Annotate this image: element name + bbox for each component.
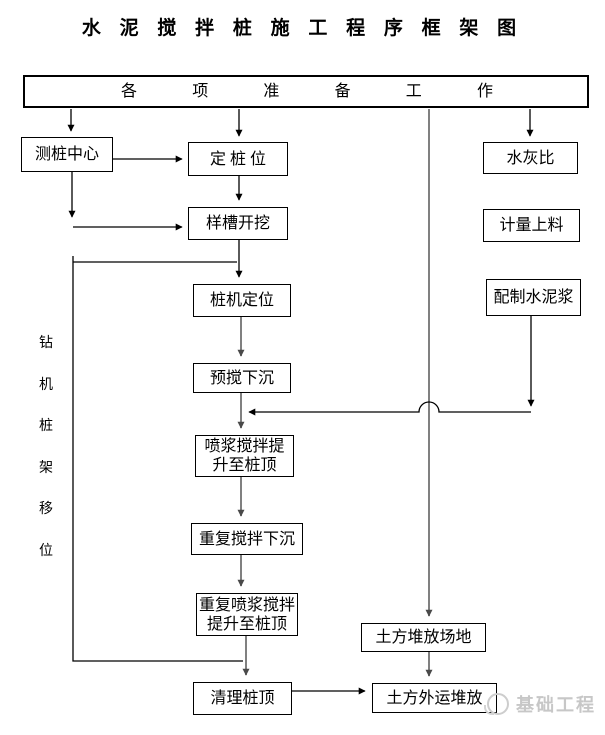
node-pile-rig-positioning: 桩机定位 [193, 284, 291, 317]
side-label-char: 架 [39, 460, 53, 476]
node-survey-pile-center: 测桩中心 [21, 137, 113, 172]
node-preparation-work: 各 项 准 备 工 作 [23, 75, 589, 108]
node-line: 升至桩顶 [212, 457, 277, 474]
prep-char: 准 [263, 83, 280, 100]
watermark-logo-icon [484, 693, 509, 715]
node-line: 提升至桩顶 [206, 615, 287, 633]
node-prepare-cement-slurry: 配制水泥浆 [486, 279, 581, 316]
node-sample-trench-excavation: 样槽开挖 [188, 207, 288, 240]
gray-flow-lines [237, 109, 433, 677]
connector-slurry-to-mainflow [248, 401, 531, 416]
prep-char: 备 [334, 83, 351, 100]
side-label-char: 移 [39, 502, 53, 518]
watermark: 基础工程 [484, 691, 596, 717]
node-soil-stacking-site: 土方堆放场地 [361, 623, 486, 652]
prep-char: 项 [192, 83, 209, 100]
connector-feedback-left [72, 256, 243, 662]
node-measuring-feeding: 计量上料 [483, 209, 580, 242]
diagram-title: 水 泥 搅 拌 桩 施 工 程 序 框 架 图 [81, 18, 524, 39]
node-clean-pile-top: 清理桩顶 [193, 682, 292, 715]
node-spray-mix-lift-to-top: 喷浆搅拌提 升至桩顶 [195, 435, 294, 477]
preparation-label: 各 项 准 备 工 作 [121, 82, 493, 101]
prep-char: 作 [476, 83, 493, 100]
node-set-pile-position: 定 桩 位 [188, 142, 288, 176]
side-label-rig-relocation: 钻 机 桩 架 移 位 [36, 332, 56, 560]
side-label-char: 机 [39, 377, 53, 393]
side-label-char: 位 [39, 543, 53, 559]
node-soil-removal-stacking: 土方外运堆放 [372, 683, 497, 713]
side-label-char: 钻 [39, 336, 53, 351]
node-repeat-mix-sinking: 重复搅拌下沉 [191, 523, 303, 555]
node-repeat-spray-mix-lift: 重复喷浆搅拌 提升至桩顶 [196, 593, 298, 636]
prep-char: 工 [405, 83, 422, 100]
node-pre-mix-sinking: 预搅下沉 [193, 363, 291, 393]
black-flow-lines [67, 109, 535, 695]
watermark-text: 基础工程 [516, 695, 596, 715]
side-label-char: 桩 [39, 419, 53, 435]
node-line: 重复喷浆搅拌 [198, 596, 295, 614]
node-line: 喷浆搅拌提 [204, 438, 285, 455]
prep-char: 各 [121, 83, 138, 100]
node-water-cement-ratio: 水灰比 [483, 142, 578, 174]
